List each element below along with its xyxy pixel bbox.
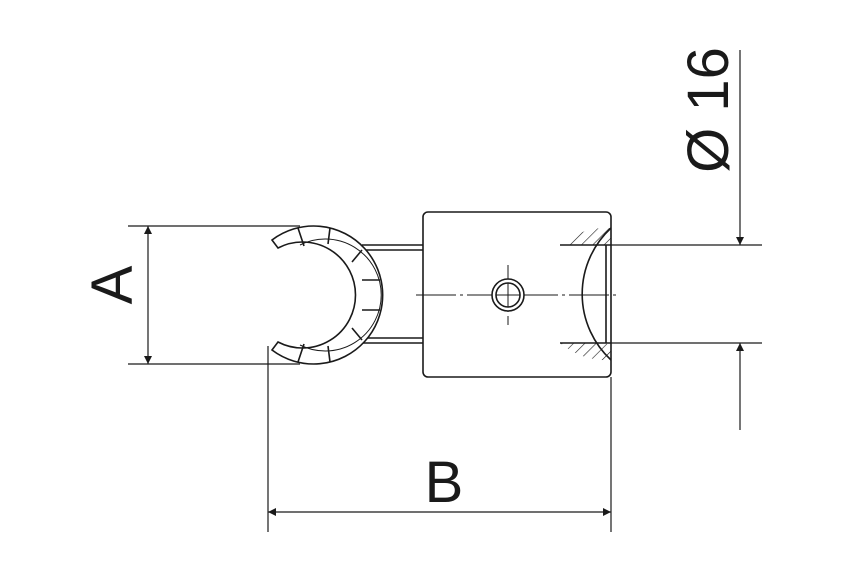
socket-outline: [581, 227, 612, 361]
dim-b-label: B: [425, 450, 464, 515]
dimension-diameter: [611, 50, 762, 430]
dimension-b: [267, 346, 612, 532]
screw-icon: [491, 278, 525, 312]
clip-ring: [270, 225, 384, 365]
dimension-a: [128, 225, 300, 365]
dim-a-label: A: [80, 265, 145, 304]
neck: [362, 244, 423, 344]
socket-section-hatch: [560, 227, 611, 245]
dim-diameter-label: Ø 16: [676, 47, 741, 173]
